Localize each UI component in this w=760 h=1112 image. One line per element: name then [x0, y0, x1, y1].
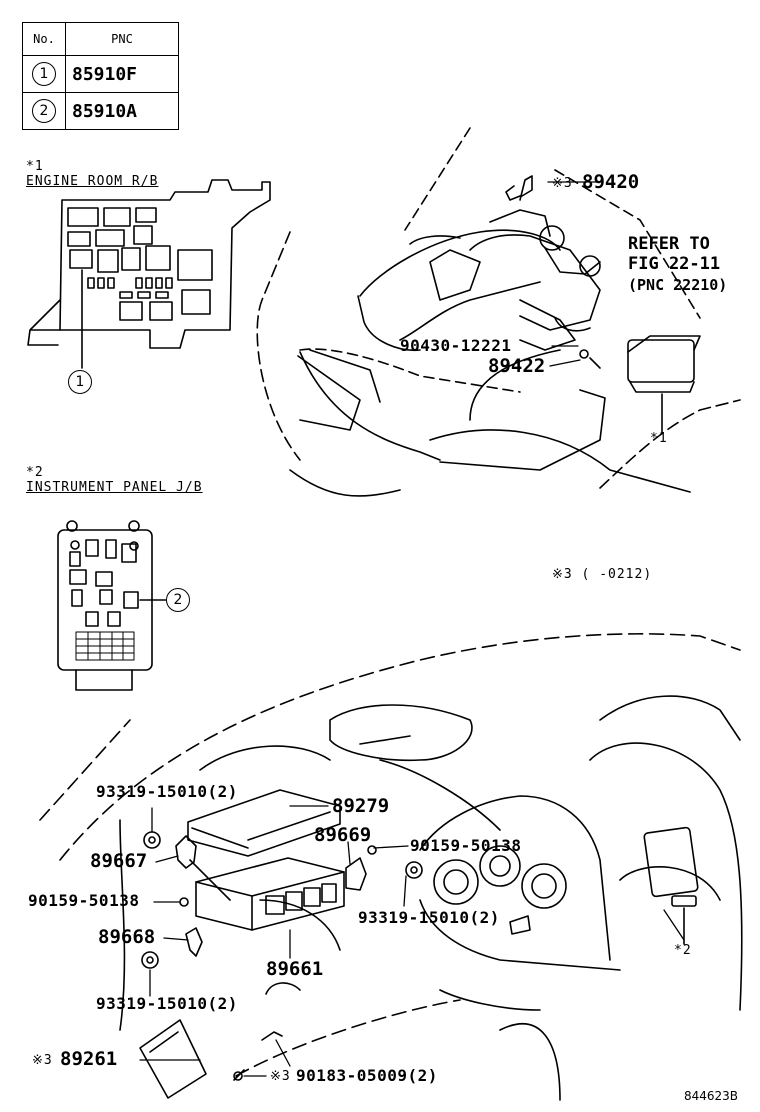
- row-number-cell: 1: [22, 55, 66, 93]
- part-89661: 89661: [266, 958, 324, 980]
- figure-code: 844623B: [684, 1089, 739, 1103]
- part-89261: 89261: [60, 1048, 118, 1070]
- part-93319-a: 93319-15010(2): [96, 782, 238, 801]
- row-number-cell: 2: [22, 92, 66, 130]
- part-89420: 89420: [582, 171, 640, 193]
- part-89668: 89668: [98, 926, 156, 948]
- leader-lines: [139, 181, 685, 1077]
- header-pnc: PNC: [65, 22, 179, 56]
- note-star2-mark: *2: [26, 465, 44, 480]
- pnc-table: No. PNC 1 85910F 2 85910A: [22, 22, 179, 130]
- pnc-table-header: No. PNC: [22, 22, 179, 56]
- engine-room-relay-block: [27, 179, 271, 369]
- table-row: 2 85910A: [22, 92, 179, 130]
- pnc-cell: 85910A: [65, 92, 179, 130]
- part-89422: 89422: [488, 355, 546, 377]
- dashboard-illustration: [39, 633, 743, 1101]
- prefix-89420: ※3: [552, 176, 573, 191]
- part-90159-b: 90159-50138: [28, 891, 140, 910]
- callout-2: 2: [166, 588, 190, 612]
- refer-line3: (PNC 22210): [628, 276, 728, 294]
- table-row: 1 85910F: [22, 55, 179, 93]
- note-engine-room-rb: ENGINE ROOM R/B: [26, 174, 159, 189]
- engine-rb-mark: *1: [650, 431, 668, 446]
- part-89667: 89667: [90, 850, 148, 872]
- note-star3-range: ※3 ( -0212): [552, 567, 653, 582]
- pnc-cell: 85910F: [65, 55, 179, 93]
- circled-number: 1: [32, 62, 56, 86]
- callout-1: 1: [68, 370, 92, 394]
- part-93319-c: 93319-15010(2): [96, 994, 238, 1013]
- part-89279: 89279: [332, 795, 390, 817]
- circled-number: 1: [68, 370, 92, 394]
- part-93319-b: 93319-15010(2): [358, 908, 500, 927]
- header-no: No.: [22, 22, 66, 56]
- part-90159-a: 90159-50138: [410, 836, 522, 855]
- circled-number: 2: [166, 588, 190, 612]
- part-90430-12221: 90430-12221: [400, 336, 512, 355]
- prefix-89261: ※3: [32, 1053, 53, 1068]
- prefix-90183: ※3: [270, 1069, 291, 1084]
- ecu-bracket-parts: [139, 789, 423, 1099]
- note-star1-mark: *1: [26, 159, 44, 174]
- circled-number: 2: [32, 99, 56, 123]
- refer-line1: REFER TO: [628, 234, 710, 254]
- part-89669: 89669: [314, 824, 372, 846]
- instrument-panel-junction-block: [57, 520, 167, 691]
- note-instrument-panel-jb: INSTRUMENT PANEL J/B: [26, 480, 203, 495]
- refer-line2: FIG 22-11: [628, 254, 721, 274]
- panel-jb-mark: *2: [674, 943, 692, 958]
- engine-bay-illustration: [256, 127, 741, 497]
- part-90183-05009: 90183-05009(2): [296, 1066, 438, 1085]
